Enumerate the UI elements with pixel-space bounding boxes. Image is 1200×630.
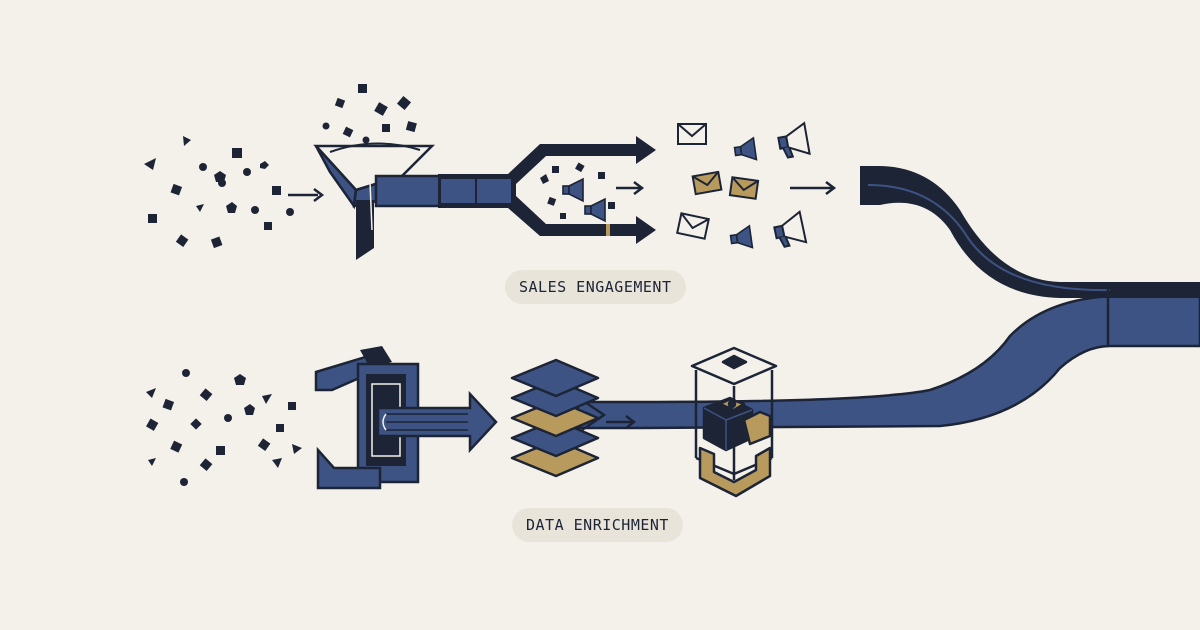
megaphone-icon [771,210,808,249]
arrow-icon [606,415,637,429]
scattered-shapes-icon [146,369,302,486]
envelope-icon [728,176,760,200]
megaphone-icon [775,122,811,160]
scattered-shapes-icon [144,136,294,249]
megaphone-icon [728,225,754,252]
envelope-icon [677,123,707,145]
stacked-layers-icon [510,358,600,478]
branching-pipe-icon [438,136,656,244]
envelope-icon [676,212,710,240]
envelope-icon [691,170,723,196]
cube-frame-icon [690,346,778,498]
funnel-icon [313,84,442,260]
sales-engagement-label: SALES ENGAGEMENT [505,270,686,304]
outreach-icons [676,122,837,252]
merging-pipe-icon [576,166,1200,432]
sales-pipe [860,166,1200,298]
arrow-icon [288,188,325,202]
data-pipe [576,294,1200,430]
megaphone-icon [732,137,758,164]
data-enrichment-label: DATA ENRICHMENT [512,508,683,542]
scanner-icon [314,346,498,490]
